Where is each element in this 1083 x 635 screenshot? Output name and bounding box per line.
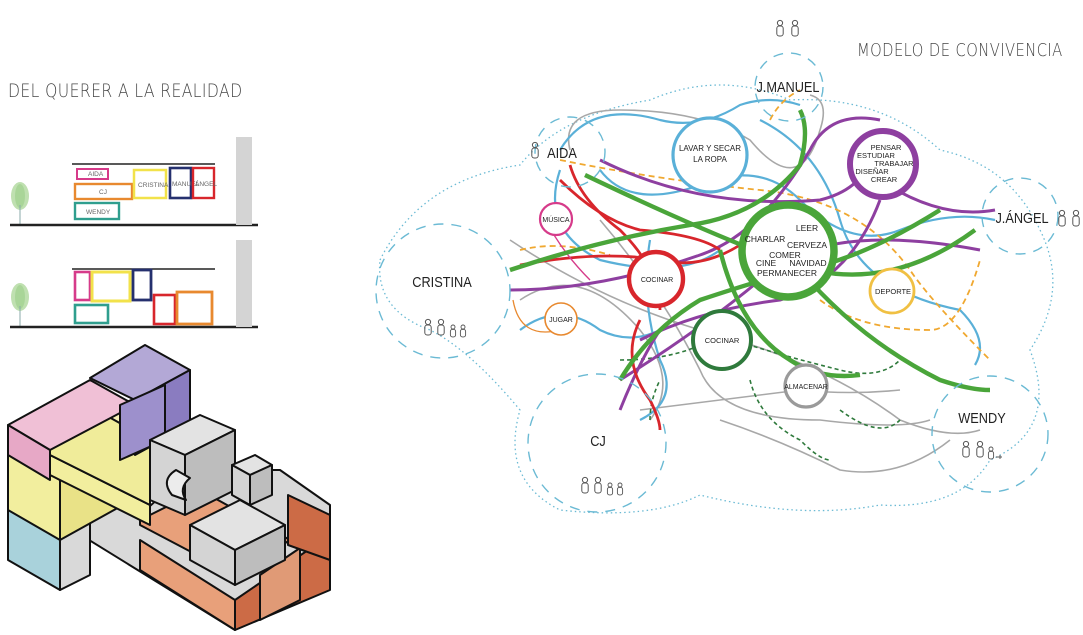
node-musica bbox=[538, 201, 574, 237]
room-aida bbox=[76, 168, 109, 180]
room-cristina bbox=[132, 168, 168, 200]
neighbor-wall bbox=[236, 240, 252, 327]
node-pensar-label-4: DISEÑAR bbox=[855, 167, 889, 176]
node-pensar-label-5: CREAR bbox=[871, 175, 898, 184]
person-jangel: J.ÁNGEL bbox=[995, 209, 1048, 226]
darkgreen-connections bbox=[619, 334, 901, 461]
room-label-manuel: MANUEL bbox=[172, 181, 199, 188]
node-central-label-2: CHARLAR bbox=[745, 234, 786, 244]
node-central-label-1: LEER bbox=[796, 223, 818, 233]
node-almacenar-label: ALMACENAR bbox=[784, 384, 828, 391]
tree-icon bbox=[11, 182, 29, 224]
node-central-label-6: NAVIDAD bbox=[789, 258, 826, 268]
section-diagram-bottom bbox=[10, 240, 258, 329]
node-deporte-label: DEPORTE bbox=[875, 287, 911, 296]
node-pensar-label-2: ESTUDIAR bbox=[857, 151, 896, 160]
room-label-cj: CJ bbox=[99, 189, 107, 196]
node-central bbox=[738, 201, 838, 301]
node-central-label-4: COMER bbox=[769, 250, 801, 260]
person-cristina: CRISTINA bbox=[412, 273, 472, 290]
node-central-label-3: CERVEZA bbox=[787, 240, 827, 250]
room-label-aida: AIDA bbox=[88, 171, 104, 178]
convivencia-diagram: LAVAR Y SECAR LA ROPA PENSAR ESTUDIAR TR… bbox=[375, 19, 1080, 514]
room-label-wendy: WENDY bbox=[86, 209, 111, 216]
room-label-cristina: CRISTINA bbox=[138, 182, 169, 189]
neighbor-wall bbox=[236, 137, 252, 225]
person-circles bbox=[375, 52, 1059, 513]
axonometric-model bbox=[7, 344, 331, 631]
person-wendy: WENDY bbox=[958, 409, 1005, 426]
room-manuel bbox=[168, 166, 193, 200]
people-icon-wendy bbox=[962, 440, 1002, 460]
node-jugar-label: JUGAR bbox=[549, 317, 573, 324]
node-central-label-7: PERMANECER bbox=[757, 268, 817, 278]
node-lavar-label-2: LA ROPA bbox=[693, 155, 727, 164]
community-boundary bbox=[378, 84, 1054, 514]
node-pensar-label-1: PENSAR bbox=[871, 143, 902, 152]
node-almacenar bbox=[783, 363, 829, 409]
section-diagram-top: AIDA CJ CRISTINA MANUEL ÁNGEL WENDY bbox=[10, 137, 258, 227]
people-icon-jmanuel bbox=[776, 19, 799, 37]
node-pensar-label-3: TRABAJAR bbox=[874, 159, 914, 168]
node-cocinar-green-label: COCINAR bbox=[705, 336, 740, 345]
people-icon-cristina bbox=[424, 318, 467, 338]
room-angel bbox=[191, 166, 216, 200]
node-lavar-label-1: LAVAR Y SECAR bbox=[679, 144, 741, 153]
orange-connections bbox=[519, 89, 991, 361]
node-central-label-5: CINE bbox=[756, 258, 777, 268]
person-jmanuel: J.MANUEL bbox=[757, 78, 820, 95]
room-wendy bbox=[73, 201, 121, 221]
people-icon-cj bbox=[581, 476, 624, 496]
node-cocinar-green bbox=[691, 309, 753, 371]
room-cj bbox=[73, 182, 134, 201]
person-aida: AIDA bbox=[547, 144, 577, 161]
node-musica-label: MÚSICA bbox=[542, 215, 570, 224]
tree-icon bbox=[11, 283, 29, 326]
node-cocinar-red-label: COCINAR bbox=[641, 277, 673, 284]
room-label-angel: ÁNGEL bbox=[195, 179, 217, 188]
person-cj: CJ bbox=[590, 432, 606, 449]
node-pensar bbox=[847, 128, 919, 200]
left-title: DEL QUERER A LA REALIDAD bbox=[8, 80, 243, 102]
node-lavar bbox=[671, 116, 749, 194]
people-icon-jangel bbox=[1058, 209, 1080, 227]
node-jugar bbox=[544, 302, 578, 336]
node-deporte bbox=[868, 267, 916, 315]
node-cocinar-red bbox=[626, 249, 686, 309]
diagram-title: MODELO DE CONVIVENCIA bbox=[857, 40, 1063, 61]
